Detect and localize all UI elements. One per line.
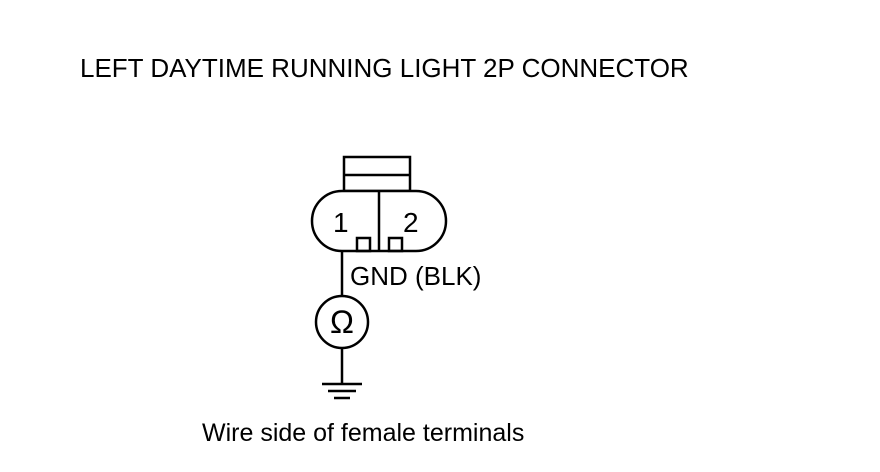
ohmmeter-symbol: Ω <box>330 304 354 340</box>
diagram-caption: Wire side of female terminals <box>202 419 524 447</box>
pin-2-label: 2 <box>403 207 419 238</box>
diagram-title: LEFT DAYTIME RUNNING LIGHT 2P CONNECTOR <box>80 53 689 83</box>
ground-icon <box>322 382 362 400</box>
connector-2p <box>310 155 448 253</box>
pin-1-label: 1 <box>333 207 349 238</box>
wire-label: GND (BLK) <box>350 261 481 291</box>
ohmmeter-icon: Ω <box>314 294 370 350</box>
pin-2-terminal <box>387 236 404 253</box>
pin-1-terminal <box>355 236 372 253</box>
